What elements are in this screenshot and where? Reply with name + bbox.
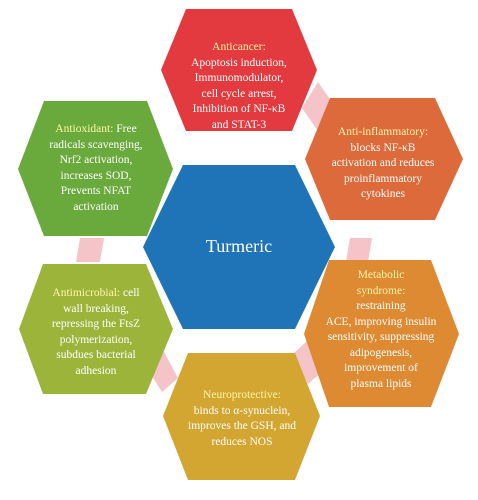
- antioxidant-heading: Antioxidant:: [55, 123, 114, 135]
- hexagon-anticancer: [161, 9, 317, 131]
- metabolic-line: restraining: [356, 300, 406, 312]
- neuroprotective-heading: Neuroprotective:: [203, 389, 281, 401]
- anticancer-line: and STAT-3: [211, 118, 267, 131]
- connector-antimicrobial-antioxidant: [76, 238, 104, 262]
- antimicrobial-line: subdues bacterial: [56, 349, 136, 361]
- antioxidant-line: radicals scavenging,: [49, 138, 143, 151]
- anticancer-heading: Anticancer:: [212, 41, 266, 53]
- metabolic-heading-2: syndrome:: [356, 284, 406, 297]
- hexagon-anti-inflammatory: [305, 98, 463, 220]
- anticancer-line: Apoptosis induction,: [191, 56, 287, 69]
- hexagon-turmeric-center: [143, 165, 335, 329]
- metabolic-heading: Metabolic: [357, 269, 405, 281]
- antioxidant-line: Nrf2 activation,: [59, 154, 133, 166]
- metabolic-line: improvement of: [344, 362, 418, 374]
- antioxidant-line: Prevents NFAT: [60, 185, 132, 197]
- anti-inflammatory-text: Anti-inflammatory: blocks NF-κB activati…: [318, 125, 448, 203]
- hexagon-antimicrobial: [19, 264, 173, 394]
- metabolic-line: sensitivity, suppressing: [327, 331, 435, 343]
- antioxidant-line: increases SOD,: [60, 169, 132, 182]
- metabolic-syndrome-text: Metabolic syndrome: restraining ACE, imp…: [316, 268, 446, 392]
- turmeric-label: Turmeric: [205, 236, 273, 256]
- connector-antiinflammatory-metabolic: [346, 238, 372, 262]
- metabolic-line: plasma lipids: [350, 377, 412, 390]
- neuroprotective-line: binds to α-synuclein,: [193, 404, 291, 417]
- antimicrobial-line: polymerization,: [59, 333, 133, 346]
- antimicrobial-text: Antimicrobial: cell wall breaking, repre…: [30, 286, 162, 379]
- anti-inflammatory-heading: Anti-inflammatory:: [337, 126, 429, 138]
- antimicrobial-first-line: cell: [120, 287, 140, 299]
- anticancer-line: Inhibition of NF-κB: [192, 103, 286, 115]
- antimicrobial-line: adhesion: [75, 364, 117, 377]
- metabolic-line: ACE, improving insulin: [325, 315, 437, 328]
- antioxidant-line: activation: [73, 200, 119, 213]
- hexagon-neuroprotective: [163, 353, 320, 480]
- anticancer-line: cell cycle arrest,: [201, 87, 277, 100]
- antimicrobial-heading: Antimicrobial:: [52, 287, 121, 299]
- anti-inflammatory-line: cytokines: [360, 188, 406, 200]
- anticancer-line: Immunomodulator,: [194, 72, 284, 84]
- hexagon-metabolic-syndrome: [304, 260, 459, 407]
- antimicrobial-line: wall breaking,: [63, 302, 129, 315]
- connector-metabolic-neuroprotective: [292, 340, 324, 384]
- hexagon-antioxidant: [18, 101, 173, 236]
- metabolic-line: adipogenesis,: [349, 346, 413, 359]
- antioxidant-first-line: Free: [113, 123, 137, 135]
- anti-inflammatory-line: blocks NF-κB: [350, 141, 416, 154]
- neuroprotective-text: Neuroprotective: binds to α-synuclein, i…: [172, 388, 312, 450]
- anticancer-text: Anticancer: Apoptosis induction, Immunom…: [176, 40, 302, 133]
- anti-inflammatory-line: activation and reduces: [331, 157, 435, 169]
- anti-inflammatory-line: proinflammatory: [344, 172, 422, 185]
- antimicrobial-line: repressing the FtsZ: [51, 318, 141, 330]
- antioxidant-text: Antioxidant: Free radicals scavenging, N…: [30, 122, 162, 215]
- neuroprotective-line: improves the GSH, and: [188, 420, 296, 432]
- neuroprotective-line: reduces NOS: [211, 435, 273, 448]
